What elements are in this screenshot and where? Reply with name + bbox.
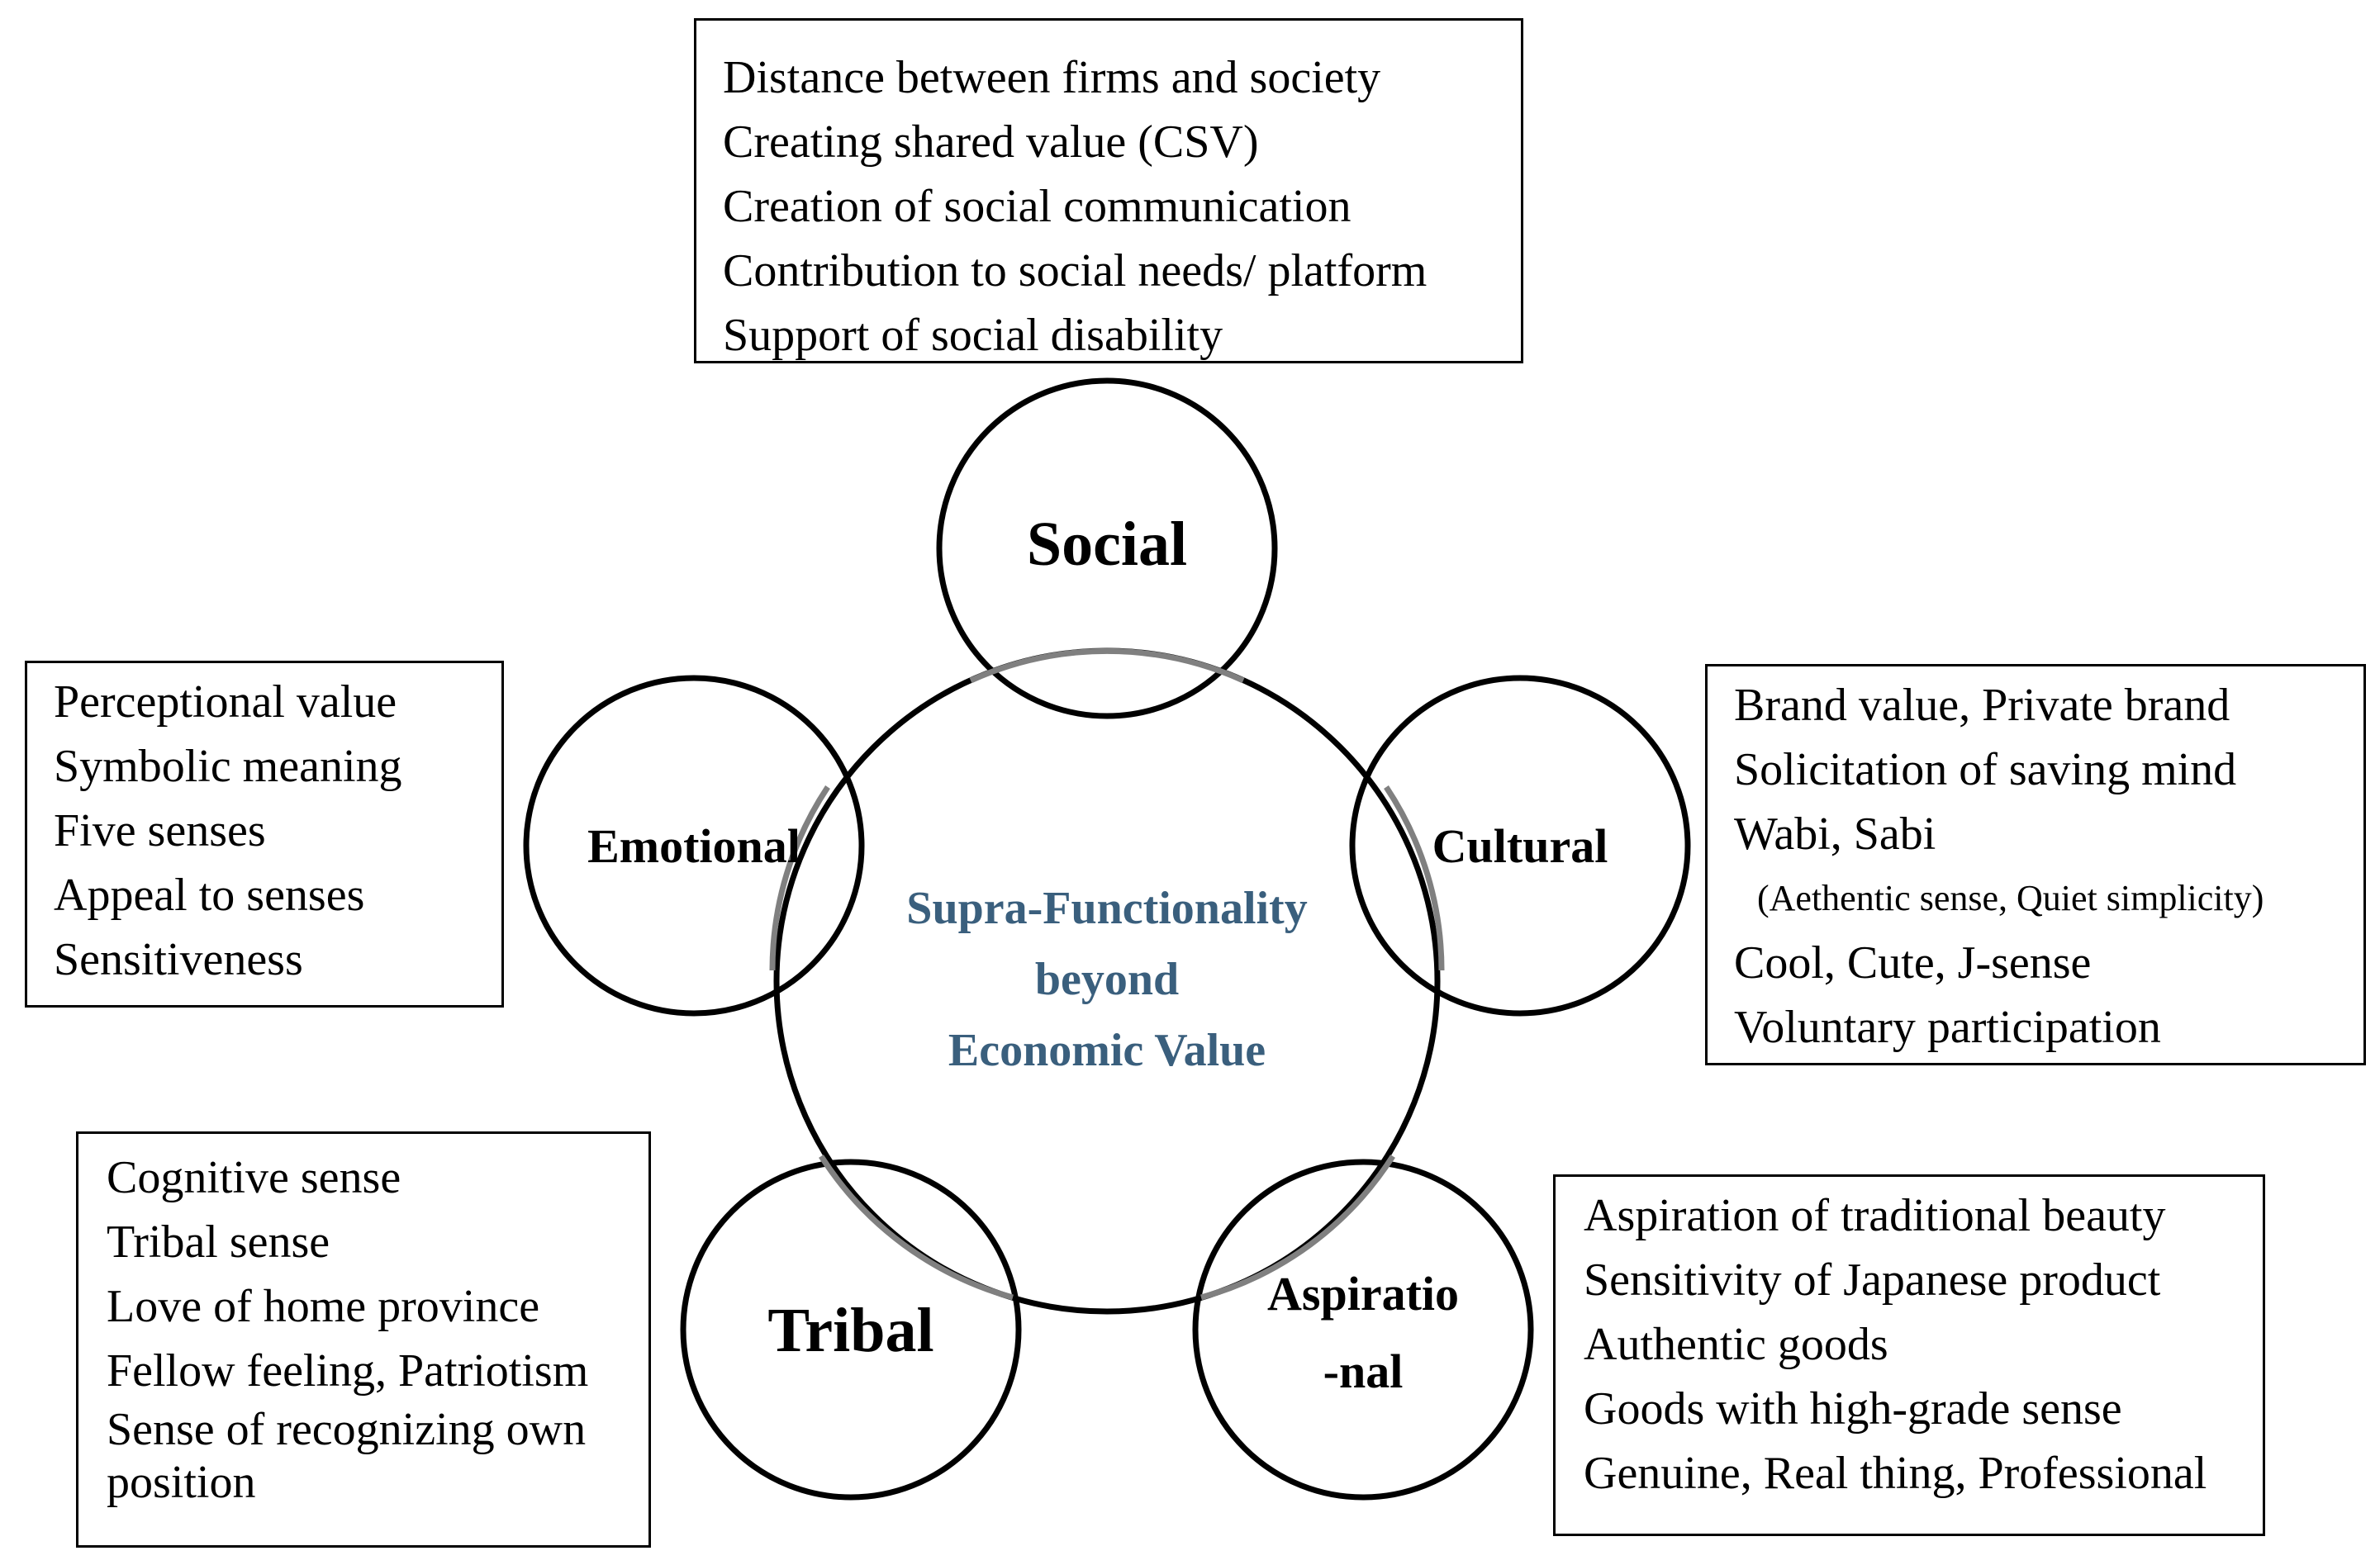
social-label: Social (1027, 510, 1187, 579)
cultural-item: Solicitation of saving mind (1734, 744, 2237, 795)
social-item: Contribution to social needs/ platform (723, 245, 1428, 296)
tribal-item: position (107, 1457, 256, 1508)
emotional-item: Perceptional value (54, 676, 397, 728)
emotional-box: Perceptional value Symbolic meaning Five… (25, 661, 504, 1008)
aspirational-item: Aspiration of traditional beauty (1584, 1190, 2166, 1241)
social-item: Distance between firms and society (723, 52, 1381, 103)
emotional-item: Five senses (54, 805, 266, 856)
cultural-label: Cultural (1432, 819, 1608, 873)
aspirational-item: Goods with high-grade sense (1584, 1383, 2122, 1435)
tribal-item: Fellow feeling, Patriotism (107, 1345, 589, 1397)
emotional-item: Symbolic meaning (54, 741, 402, 792)
aspirational-box: Aspiration of traditional beauty Sensiti… (1553, 1174, 2265, 1536)
social-item: Creation of social communication (723, 181, 1352, 232)
tribal-box: Cognitive sense Tribal sense Love of hom… (76, 1131, 651, 1548)
aspirational-item: Sensitivity of Japanese product (1584, 1254, 2161, 1306)
emotional-item: Sensitiveness (54, 934, 303, 985)
center-title-line2: beyond (1035, 954, 1179, 1005)
tribal-circle (680, 1159, 1022, 1501)
aspirational-label-line1: Aspiratio (1267, 1267, 1459, 1321)
tribal-item: Cognitive sense (107, 1152, 401, 1203)
aspirational-circle (1192, 1159, 1534, 1501)
cultural-item-note: (Aethentic sense, Quiet simplicity) (1757, 878, 2264, 918)
tribal-item: Love of home province (107, 1281, 540, 1332)
social-box: Distance between firms and society Creat… (694, 18, 1523, 363)
cultural-box: Brand value, Private brand Solicitation … (1705, 664, 2366, 1065)
emotional-item: Appeal to senses (54, 870, 365, 921)
tribal-item: Tribal sense (107, 1216, 330, 1268)
cultural-item: Wabi, Sabi (1734, 809, 1936, 860)
cultural-item: Brand value, Private brand (1734, 680, 2230, 731)
cultural-item: Cool, Cute, J-sense (1734, 937, 2092, 989)
cultural-circle (1349, 675, 1691, 1017)
center-title-line1: Supra-Functionality (906, 883, 1307, 934)
cultural-item: Voluntary participation (1734, 1002, 2161, 1053)
center-title-line3: Economic Value (948, 1025, 1266, 1076)
tribal-item: Sense of recognizing own (107, 1404, 587, 1455)
emotional-circle (523, 675, 865, 1017)
emotional-label: Emotional (587, 819, 800, 873)
center-overlay-arcs (769, 647, 1445, 1301)
aspirational-label-line2: -nal (1323, 1344, 1404, 1398)
social-circle (936, 377, 1278, 719)
social-item: Support of social disability (723, 310, 1223, 361)
aspirational-item: Genuine, Real thing, Professional (1584, 1448, 2207, 1499)
social-item: Creating shared value (CSV) (723, 116, 1259, 168)
aspirational-item: Authentic goods (1584, 1319, 1888, 1370)
tribal-label: Tribal (767, 1296, 933, 1365)
